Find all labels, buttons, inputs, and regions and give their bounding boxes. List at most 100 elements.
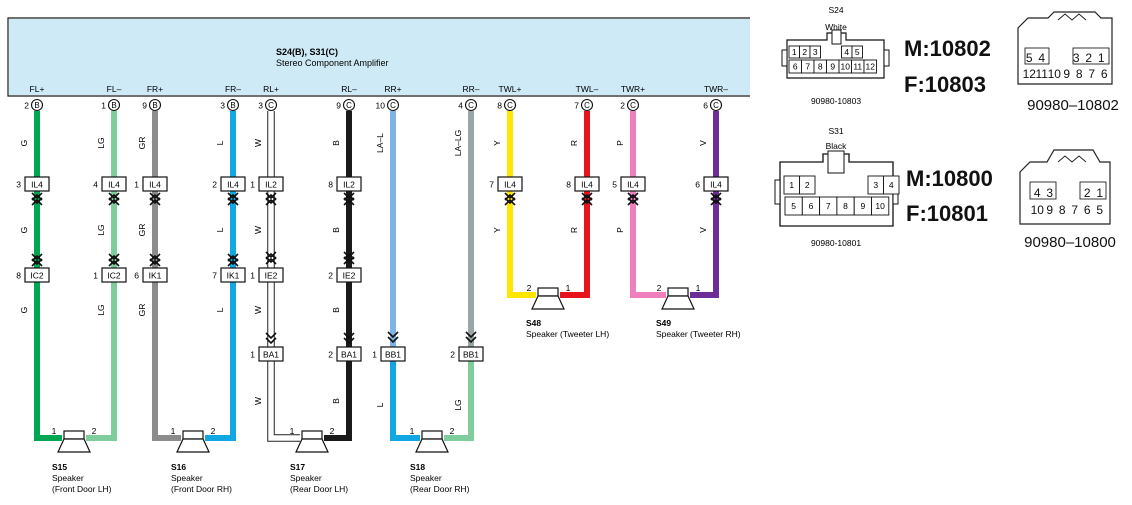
speaker-name: Speaker <box>171 473 203 483</box>
connector-row2-top-mate-chevron <box>343 257 355 265</box>
terminal-label: FL– <box>107 84 122 94</box>
s24-pin-number: 4 <box>844 47 849 57</box>
connector-row2-top-chevron <box>31 258 43 266</box>
terminal-circle <box>226 98 240 112</box>
connector-row1-mate-chevron <box>149 198 161 206</box>
connector-row1-name: IL4 <box>710 180 722 190</box>
terminal-circle <box>503 98 517 112</box>
amplifier-block: S24(B), S31(C) Stereo Component Amplifie… <box>7 17 750 97</box>
connector-row1-pin: 7 <box>489 180 494 190</box>
s24-pin-number: 7 <box>805 62 810 72</box>
connector-row1-name: IL4 <box>108 180 120 190</box>
speaker-pin-b: 2 <box>450 426 455 436</box>
terminal-circle <box>264 98 278 112</box>
connector-row2-name: IE2 <box>343 271 356 281</box>
connector-row1-chevron <box>581 192 593 200</box>
tweeter-name: Speaker (Tweeter LH) <box>526 329 609 339</box>
terminal-connector: C <box>268 101 274 110</box>
terminal-label: TWL+ <box>499 84 522 94</box>
wire-code: LG <box>96 137 106 148</box>
terminal-label: FR+ <box>147 84 163 94</box>
wire-code: V <box>698 140 708 146</box>
s31-pin-number: 2 <box>805 180 810 190</box>
mate-10802-pin-number: 5 <box>1026 51 1033 65</box>
mate-10802-pin-number: 8 <box>1076 67 1083 81</box>
tweeter-pin-b: 1 <box>696 283 701 293</box>
connector-row1-mate-chevron <box>265 198 277 206</box>
s31-pin-number: 6 <box>809 201 814 211</box>
tweeter-name: Speaker (Tweeter RH) <box>656 329 741 339</box>
wire-RL-plus <box>268 111 300 441</box>
speaker-id: S17 <box>290 462 305 472</box>
connector-row1-name: IL4 <box>627 180 639 190</box>
s31-pin-number: 5 <box>791 201 796 211</box>
amplifier-fill <box>9 19 750 95</box>
connector-row3-pin: 2 <box>450 350 455 360</box>
s24-color: White <box>825 22 847 32</box>
wire-code: R <box>569 140 579 146</box>
wire-RR-plus-lower <box>390 360 420 441</box>
connector-row1-mate-chevron <box>149 193 161 201</box>
s24-pin-number: 10 <box>841 62 851 72</box>
speaker-id: S16 <box>171 462 186 472</box>
connector-row3-top-chevron <box>343 332 355 340</box>
mate-10800-pin-number: 2 <box>1084 186 1091 200</box>
connector-row2-top-chevron <box>227 258 239 266</box>
wire-code: LG <box>96 224 106 235</box>
connector-row1-box <box>258 176 284 192</box>
s31-latch <box>827 150 845 174</box>
terminal-label: TWL– <box>576 84 599 94</box>
tweeter-pin-a: 2 <box>657 283 662 293</box>
s24-code: S24 <box>828 5 843 15</box>
speaker-S16-magnet <box>182 430 204 440</box>
connector-row2-box <box>220 267 246 283</box>
speaker-S15-magnet <box>63 430 85 440</box>
terminal-pin: 9 <box>142 101 147 111</box>
terminal-connector: B <box>34 101 39 110</box>
speaker-pin-a: 1 <box>410 426 415 436</box>
connector-row2-top-mate-chevron <box>227 259 239 267</box>
speaker-location: (Front Door LH) <box>52 484 112 494</box>
wire-code: B <box>331 398 341 404</box>
speaker-location: (Rear Door LH) <box>290 484 348 494</box>
connector-row1-name: IL2 <box>265 180 277 190</box>
speaker-pin-a: 1 <box>171 426 176 436</box>
connector-row3-top-chevron <box>265 337 277 345</box>
speaker-S17-cone <box>295 438 329 453</box>
terminal-pin: 9 <box>336 101 341 111</box>
tweeter-id: S48 <box>526 318 541 328</box>
terminal-label: RL– <box>341 84 357 94</box>
connector-row1-mate-chevron <box>108 193 120 201</box>
connector-row2-top-mate-chevron <box>108 259 120 267</box>
connector-row2-top-mate-chevron <box>227 254 239 262</box>
connector-row2-top-mate-chevron <box>149 254 161 262</box>
terminal-connector: C <box>507 101 513 110</box>
wire-code: B <box>331 227 341 233</box>
connector-row1-mate-chevron <box>343 198 355 206</box>
terminal-circle <box>342 98 356 112</box>
terminal-connector: C <box>346 101 352 110</box>
connector-row1-chevron <box>627 192 639 200</box>
tweeter-S49-cone <box>661 295 695 310</box>
wire-code: B <box>331 307 341 313</box>
connector-row2-pin: 1 <box>93 271 98 281</box>
speaker-S18-cone <box>415 438 449 453</box>
mate-10800-group-right <box>1079 181 1107 200</box>
connector-row1-mate-chevron <box>581 198 593 206</box>
s24-pin-number: 5 <box>855 47 860 57</box>
wire-code: GR <box>137 304 147 317</box>
mate-10800-pin-number: 3 <box>1046 186 1053 200</box>
connector-row1-name: IL4 <box>149 180 161 190</box>
connector-row1-mate-chevron <box>504 198 516 206</box>
s24-pin-number: 12 <box>866 62 876 72</box>
wire-code: G <box>19 307 29 314</box>
connector-row3-top-chevron <box>465 331 477 339</box>
terminal-pin: 1 <box>101 101 106 111</box>
s24-pin-cell <box>863 59 877 74</box>
terminal-pin: 6 <box>703 101 708 111</box>
s31-side-tab-left <box>774 179 781 205</box>
